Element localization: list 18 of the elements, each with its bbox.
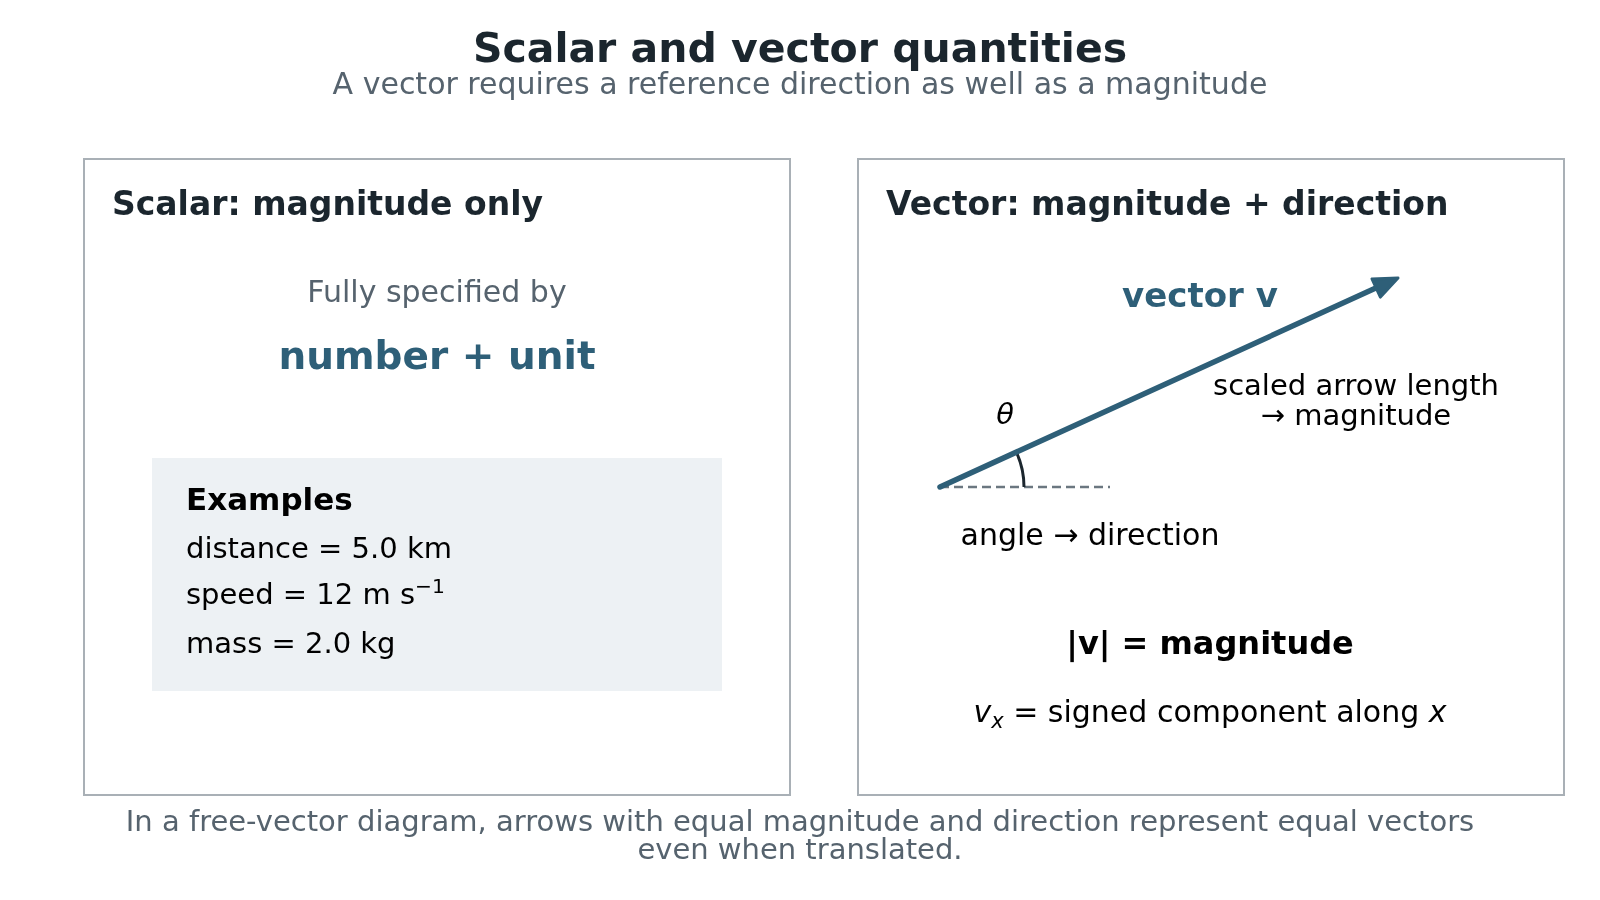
vector-label: vector v (1122, 276, 1278, 316)
arrow-length-note: scaled arrow length → magnitude (1212, 370, 1500, 430)
panel (857, 158, 1565, 796)
key-phrase: number + unit (278, 333, 596, 379)
caption: In a free-vector diagram, arrows with equal magnitude and direction represent equal vectors even when translated. (124, 807, 1476, 863)
formula-text: |v| = magnitude (1066, 624, 1354, 662)
component-note: v$_{x}$ = signed component along x (973, 694, 1447, 730)
example-line: speed = 12 m s$^{−1}$ (186, 578, 445, 612)
card-heading: Examples (186, 482, 353, 518)
panel-heading: Vector: magnitude + direction (886, 185, 1449, 223)
angle-note: angle → direction (960, 517, 1220, 553)
panel (83, 158, 791, 796)
title: Scalar and vector quantities (472, 27, 1128, 69)
description-text: Fully specified by (307, 274, 567, 310)
angle-symbol: θ (996, 398, 1014, 432)
panel-heading: Scalar: magnitude only (112, 185, 543, 223)
example-line: mass = 2.0 kg (186, 627, 396, 661)
example-line: distance = 5.0 km (186, 532, 452, 566)
